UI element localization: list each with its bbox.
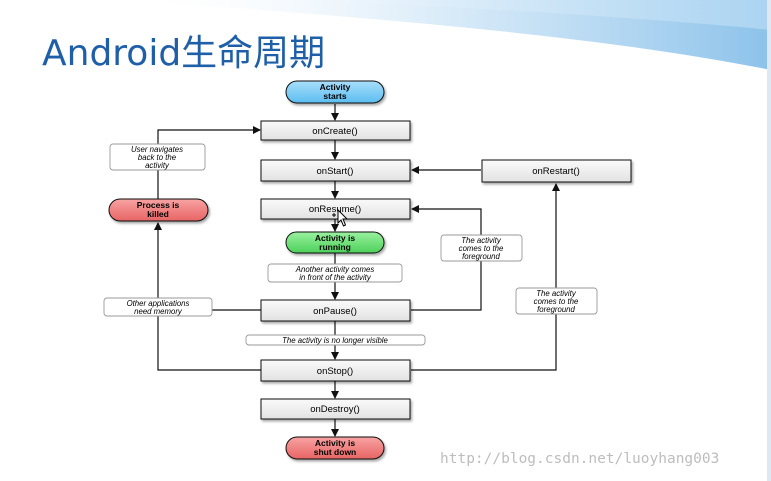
label-other-apps-memory-line1: Other applications <box>127 299 190 308</box>
method-on-start: onStart() <box>260 159 411 182</box>
label-no-longer-visible: The activity is no longer visible <box>245 334 426 346</box>
method-on-pause-label: onPause() <box>313 306 357 317</box>
label-comes-to-foreground-resume-line2: comes to the <box>459 244 504 253</box>
node-activity-running-line1: Activity is <box>315 233 355 243</box>
node-activity-starts-line2: starts <box>323 91 346 101</box>
watermark-url: http://blog.csdn.net/luoyhang003 <box>440 451 720 467</box>
label-comes-to-foreground-resume: The activity comes to the foreground <box>440 234 523 262</box>
mouse-pointer-icon <box>332 208 349 227</box>
node-activity-starts-line1: Activity <box>320 82 351 92</box>
node-process-killed: Process is killed <box>108 198 209 222</box>
method-on-start-label: onStart() <box>317 166 354 177</box>
arrow-stop-to-restart <box>411 183 560 371</box>
slide-title: Android生命周期 <box>42 33 326 74</box>
node-activity-starts: Activity starts <box>285 80 385 104</box>
node-process-killed-line1: Process is <box>137 200 180 210</box>
label-user-navigates-back-line1: User navigates <box>131 145 183 154</box>
node-activity-running: Activity is running <box>285 231 385 254</box>
label-comes-to-foreground-resume-line3: foreground <box>462 252 500 261</box>
node-process-killed-line2: killed <box>147 209 169 219</box>
node-activity-shut-down-line2: shut down <box>314 447 357 457</box>
label-other-apps-memory: Other applications need memory <box>103 297 213 317</box>
label-user-navigates-back-line3: activity <box>145 161 170 170</box>
label-no-longer-visible-text: The activity is no longer visible <box>282 336 388 345</box>
method-on-stop: onStop() <box>260 359 411 382</box>
label-user-navigates-back-line2: back to the <box>138 153 177 162</box>
label-another-activity-front-line2: in front of the activity <box>299 273 372 282</box>
arrow-killed-to-create <box>157 126 261 199</box>
method-on-create: onCreate() <box>260 120 411 141</box>
method-on-resume: onResume() <box>260 198 411 220</box>
method-on-restart: onRestart() <box>481 159 632 183</box>
label-another-activity-front-line1: Another activity comes <box>295 265 375 274</box>
label-comes-to-foreground-restart-line2: comes to the <box>534 297 579 306</box>
label-comes-to-foreground-resume-line1: The activity <box>461 236 502 245</box>
method-on-restart-label: onRestart() <box>532 166 580 177</box>
method-on-resume-label: onResume() <box>309 204 361 215</box>
label-comes-to-foreground-restart-line3: foreground <box>537 305 575 314</box>
method-on-destroy: onDestroy() <box>260 398 411 420</box>
label-other-apps-memory-line2: need memory <box>134 307 183 316</box>
node-activity-shut-down-line1: Activity is <box>315 438 355 448</box>
node-activity-running-line2: running <box>319 242 351 252</box>
label-user-navigates-back: User navigates back to the activity <box>109 143 206 171</box>
label-comes-to-foreground-restart: The activity comes to the foreground <box>515 287 598 315</box>
method-on-destroy-label: onDestroy() <box>310 404 360 415</box>
label-another-activity-front: Another activity comes in front of the a… <box>267 263 403 283</box>
method-on-create-label: onCreate() <box>312 126 357 137</box>
method-on-pause: onPause() <box>260 299 411 322</box>
label-comes-to-foreground-restart-line1: The activity <box>536 289 577 298</box>
method-on-stop-label: onStop() <box>317 366 353 377</box>
arrow-stop-to-killed <box>154 222 261 371</box>
node-activity-shut-down: Activity is shut down <box>285 436 385 460</box>
